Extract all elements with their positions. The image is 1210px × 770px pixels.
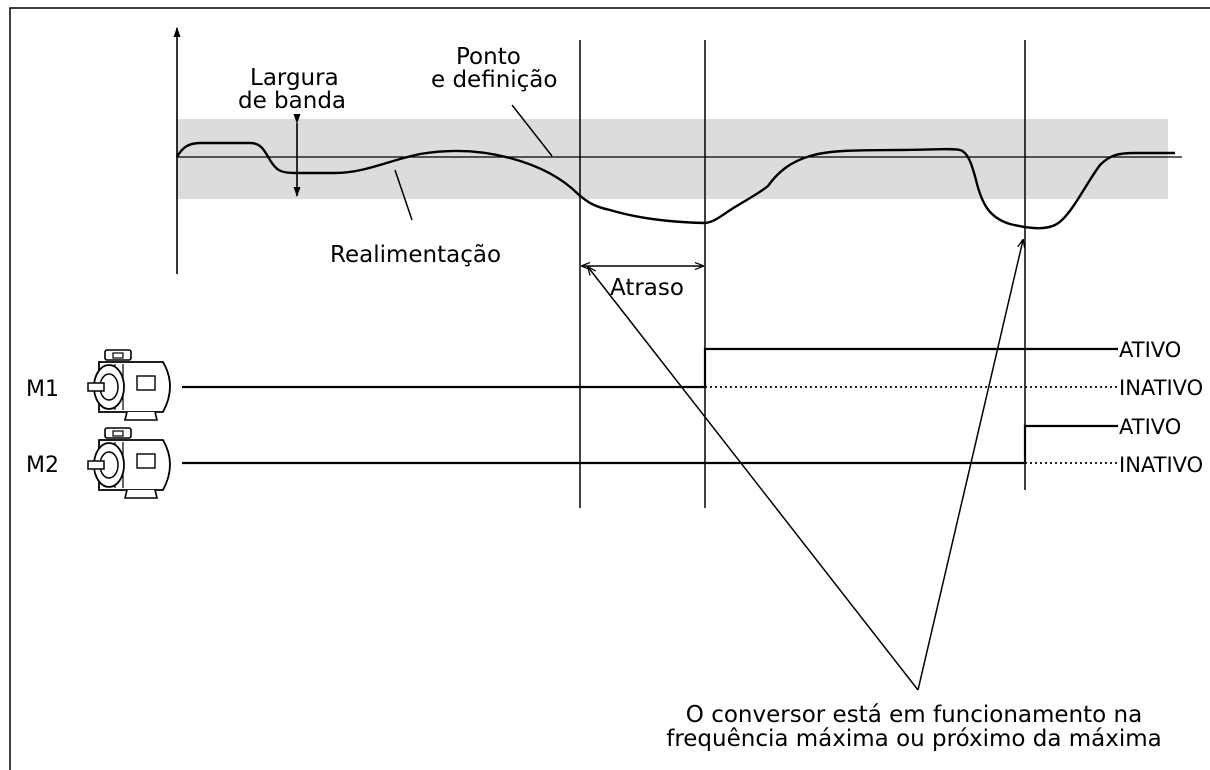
bandwidth-label-line2: de banda	[238, 88, 346, 114]
setpoint-label-line1: Ponto	[456, 44, 521, 70]
m1-state-line	[182, 347, 1118, 389]
m1-off-state: INATIVO	[1119, 376, 1203, 400]
delay-label: Atraso	[610, 275, 684, 301]
bandwidth-band	[176, 119, 1168, 199]
feedback-label: Realimentação	[330, 242, 501, 268]
motor-icon	[87, 427, 171, 499]
note-line1: O conversor está em funcionamento na	[686, 702, 1142, 728]
m2-off-state: INATIVO	[1119, 453, 1203, 477]
note-line2: frequência máxima ou próximo da máxima	[666, 726, 1162, 752]
feedback-curve	[175, 141, 1175, 230]
motor-id-m1: M1	[26, 377, 59, 402]
note-pointer-right	[917, 240, 1023, 691]
m2-state-line	[182, 424, 1118, 465]
bandwidth-label-line1: Largura	[250, 65, 339, 91]
setpoint-leader	[511, 104, 553, 157]
m2-on-state: ATIVO	[1119, 415, 1181, 439]
m1-on-state: ATIVO	[1119, 338, 1181, 362]
setpoint-label-line2: e definição	[431, 67, 557, 93]
motor-icon	[87, 349, 171, 421]
motor-id-m2: M2	[26, 453, 59, 478]
frame-border	[9, 7, 1210, 770]
feedback-leader	[394, 169, 413, 221]
note-pointer-left	[588, 267, 919, 691]
